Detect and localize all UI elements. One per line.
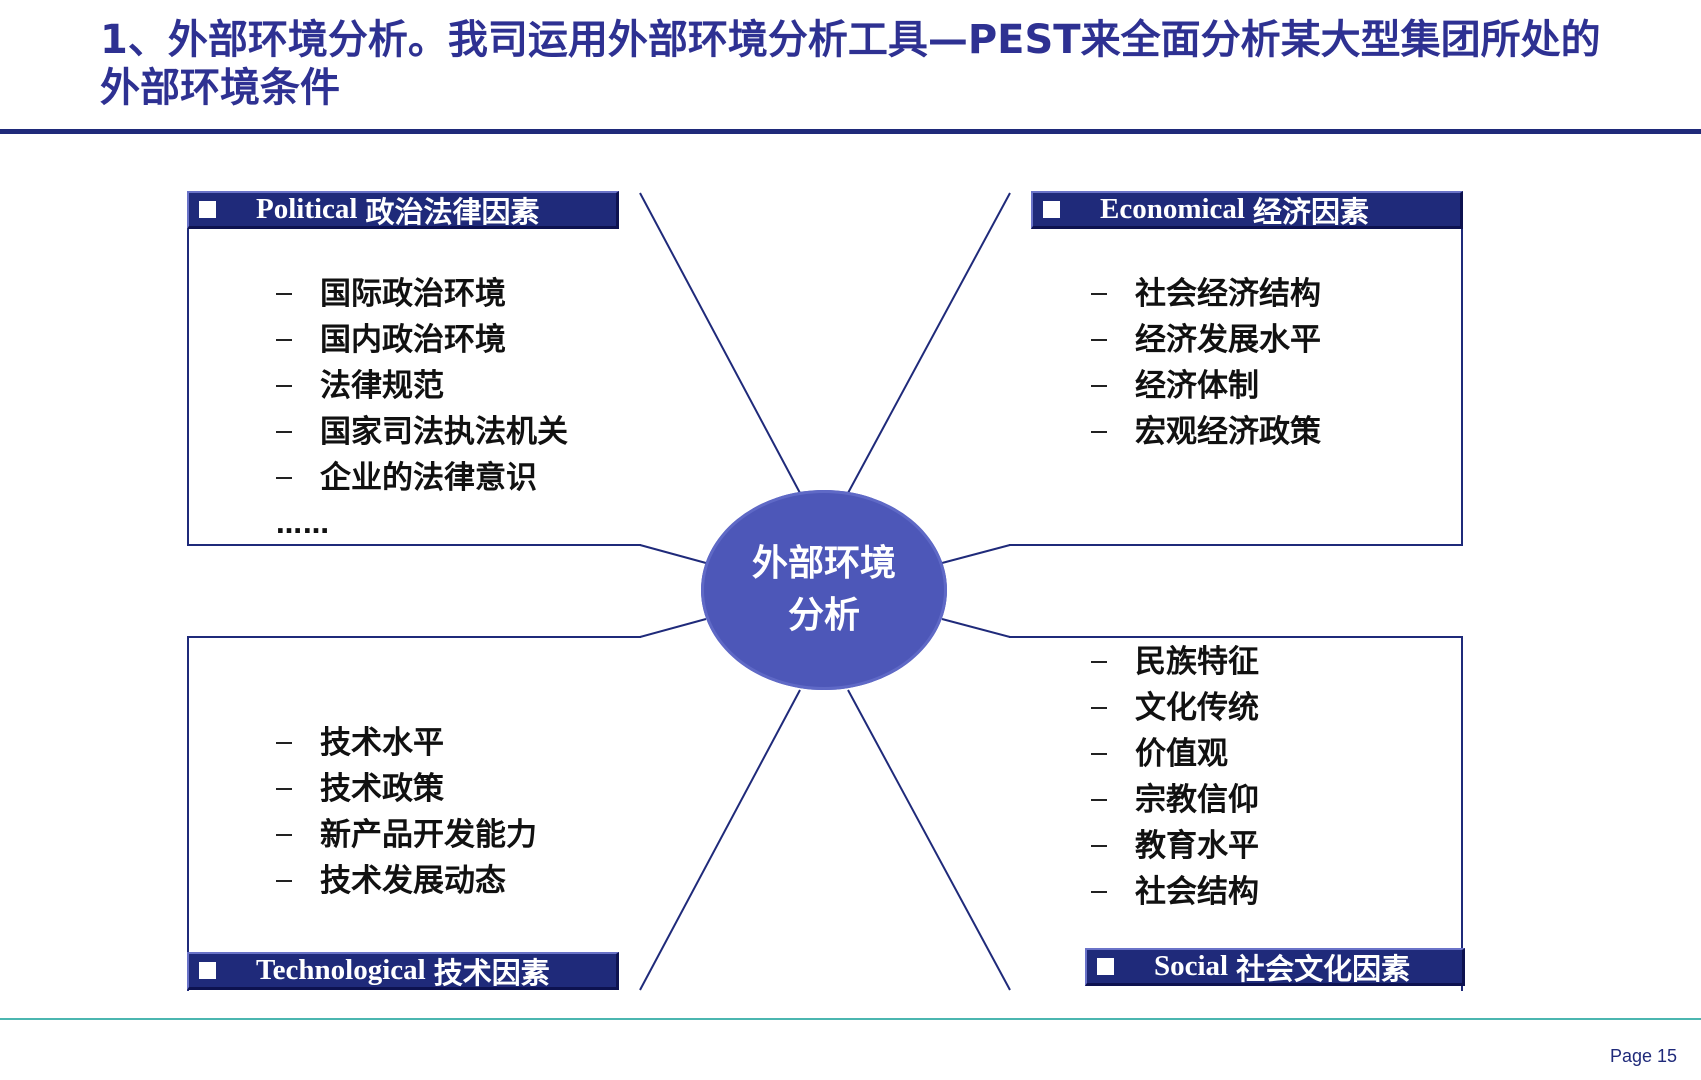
hub-label-line-2: 分析 (787, 595, 860, 636)
list-item: 教育水平 (1091, 823, 1259, 869)
connector-technological-upper (639, 618, 707, 638)
slide-title: 1、外部环境分析。我司运用外部环境分析工具—PEST来全面分析某大型集团所处的 … (100, 16, 1620, 112)
dash-bullet (276, 880, 292, 882)
technological-frame (187, 636, 641, 991)
list-item: 新产品开发能力 (276, 812, 537, 858)
list-item: 价值观 (1091, 731, 1259, 777)
list-item: 文化传统 (1091, 685, 1259, 731)
dash-bullet (1091, 293, 1107, 295)
list-item: 国家司法执法机关 (276, 409, 568, 455)
dash-bullet (1091, 799, 1107, 801)
square-bullet-icon (199, 201, 216, 218)
list-item: 经济体制 (1091, 363, 1321, 409)
dash-bullet (1091, 845, 1107, 847)
dash-bullet (276, 477, 292, 479)
slide-title-line-1: 1、外部环境分析。我司运用外部环境分析工具—PEST来全面分析某大型集团所处的 (100, 17, 1601, 63)
dash-bullet (1091, 339, 1107, 341)
list-item: 企业的法律意识 (276, 455, 568, 501)
list-item: 社会经济结构 (1091, 271, 1321, 317)
technological-header: Technological 技术因素 (187, 952, 619, 990)
dash-bullet (1091, 431, 1107, 433)
square-bullet-icon (199, 962, 216, 979)
political-header: Political 政治法律因素 (187, 191, 619, 229)
dash-bullet (276, 293, 292, 295)
economical-frame (1009, 192, 1463, 546)
technological-label-en: Technological (256, 954, 426, 986)
connector-social-upper (941, 618, 1011, 638)
dash-bullet (276, 834, 292, 836)
dash-bullet (276, 431, 292, 433)
social-label-en: Social (1154, 950, 1229, 982)
social-header: Social 社会文化因素 (1085, 948, 1465, 986)
list-item: 宏观经济政策 (1091, 409, 1321, 455)
economical-label-en: Economical (1100, 193, 1245, 225)
economical-header: Economical 经济因素 (1031, 191, 1463, 229)
dash-bullet (1091, 753, 1107, 755)
social-items: 民族特征 文化传统 价值观 宗教信仰 教育水平 社会结构 (1091, 639, 1259, 915)
connector-economical-lower (941, 544, 1011, 564)
dash-bullet (1091, 891, 1107, 893)
list-item: 技术发展动态 (276, 858, 537, 904)
connector-technological (639, 689, 801, 991)
list-item: 技术水平 (276, 720, 537, 766)
dash-bullet (276, 385, 292, 387)
list-item: 法律规范 (276, 363, 568, 409)
list-item: 宗教信仰 (1091, 777, 1259, 823)
list-item: 国际政治环境 (276, 271, 568, 317)
page-number: Page 15 (1609, 1046, 1677, 1066)
list-item: 社会结构 (1091, 869, 1259, 915)
social-label-zh: 社会文化因素 (1236, 951, 1411, 986)
political-more: …… (276, 510, 330, 540)
political-frame (187, 192, 641, 546)
slide-title-line-2: 外部环境条件 (100, 65, 340, 111)
list-item: 经济发展水平 (1091, 317, 1321, 363)
economical-items: 社会经济结构 经济发展水平 经济体制 宏观经济政策 (1091, 271, 1321, 455)
list-item: 国内政治环境 (276, 317, 568, 363)
social-frame (1009, 636, 1463, 991)
dash-bullet (1091, 661, 1107, 663)
political-items: 国际政治环境 国内政治环境 法律规范 国家司法执法机关 企业的法律意识 (276, 271, 568, 501)
political-label-en: Political (256, 193, 358, 225)
connector-political (639, 192, 801, 494)
footer-rule (0, 1018, 1701, 1020)
dash-bullet (276, 742, 292, 744)
political-label-zh: 政治法律因素 (365, 194, 540, 229)
list-item: 民族特征 (1091, 639, 1259, 685)
economical-label-zh: 经济因素 (1253, 194, 1370, 229)
dash-bullet (276, 339, 292, 341)
connector-political-lower (639, 544, 707, 564)
square-bullet-icon (1043, 201, 1060, 218)
hub-ellipse: 外部环境 分析 (701, 490, 947, 690)
list-item: 技术政策 (276, 766, 537, 812)
connector-economical (847, 192, 1011, 494)
technological-items: 技术水平 技术政策 新产品开发能力 技术发展动态 (276, 720, 537, 904)
title-underline (0, 129, 1701, 134)
connector-social (847, 689, 1011, 991)
square-bullet-icon (1097, 958, 1114, 975)
technological-label-zh: 技术因素 (433, 955, 550, 990)
hub-label-line-1: 外部环境 (751, 543, 896, 584)
dash-bullet (1091, 385, 1107, 387)
dash-bullet (276, 788, 292, 790)
dash-bullet (1091, 707, 1107, 709)
